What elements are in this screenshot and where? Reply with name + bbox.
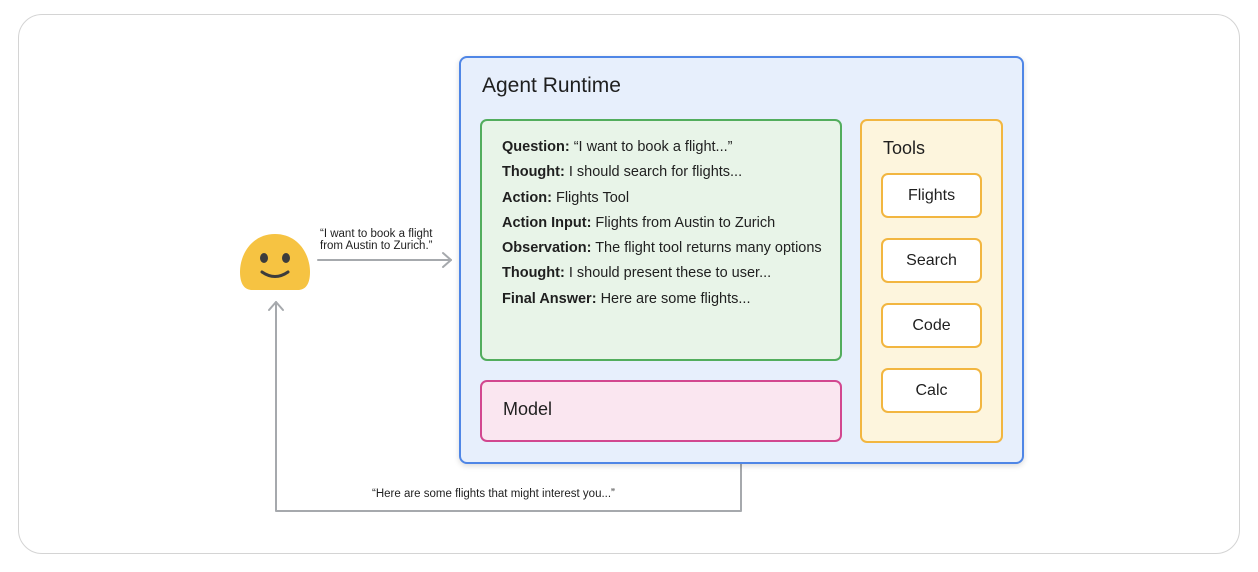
- request-arrow: [317, 252, 452, 268]
- trace-text: I should present these to user...: [564, 265, 772, 282]
- user-message: “I want to book a flight from Austin to …: [320, 228, 460, 252]
- trace-label: Observation:: [502, 240, 592, 257]
- response-arrow: [268, 301, 742, 512]
- tool-flights: Flights: [881, 173, 982, 218]
- trace-label: Action Input:: [502, 214, 592, 231]
- smiling-face-icon: [240, 234, 310, 290]
- trace-line: Thought: I should present these to user.…: [502, 261, 842, 286]
- trace-line: Action Input: Flights from Austin to Zur…: [502, 211, 842, 236]
- reasoning-trace-box: [480, 119, 842, 361]
- trace-line: Final Answer: Here are some flights...: [502, 287, 842, 312]
- trace-label: Thought:: [502, 265, 565, 282]
- agent-runtime-title: Agent Runtime: [482, 74, 621, 97]
- tool-calc: Calc: [881, 368, 982, 413]
- model-box: [480, 380, 842, 442]
- trace-label: Final Answer:: [502, 290, 597, 307]
- trace-line: Question: “I want to book a flight...”: [502, 135, 842, 160]
- model-label: Model: [503, 399, 553, 419]
- user-message-line-2: from Austin to Zurich.”: [320, 240, 433, 252]
- answer-message: “Here are some flights that might intere…: [372, 488, 615, 500]
- trace-line: Action: Flights Tool: [502, 186, 842, 211]
- user-message-line-1: “I want to book a flight: [320, 228, 433, 240]
- trace-line: Observation: The flight tool returns man…: [502, 236, 842, 261]
- trace-label: Thought:: [502, 164, 565, 181]
- tools-title: Tools: [883, 138, 926, 158]
- trace-line: Thought: I should search for flights...: [502, 160, 842, 185]
- trace-label: Question:: [502, 139, 570, 155]
- trace-label: Action:: [502, 189, 552, 206]
- trace-text: The flight tool returns many options: [591, 240, 822, 257]
- trace-text: Flights Tool: [551, 189, 630, 206]
- tool-code: Code: [881, 303, 982, 348]
- trace-text: “I want to book a flight...”: [569, 139, 733, 155]
- trace-text: Flights from Austin to Zurich: [591, 214, 776, 231]
- trace-text: I should search for flights...: [564, 164, 743, 181]
- trace-text: Here are some flights...: [596, 290, 751, 307]
- reasoning-trace: Question: “I want to book a flight...” T…: [502, 135, 842, 312]
- tool-search: Search: [881, 238, 982, 283]
